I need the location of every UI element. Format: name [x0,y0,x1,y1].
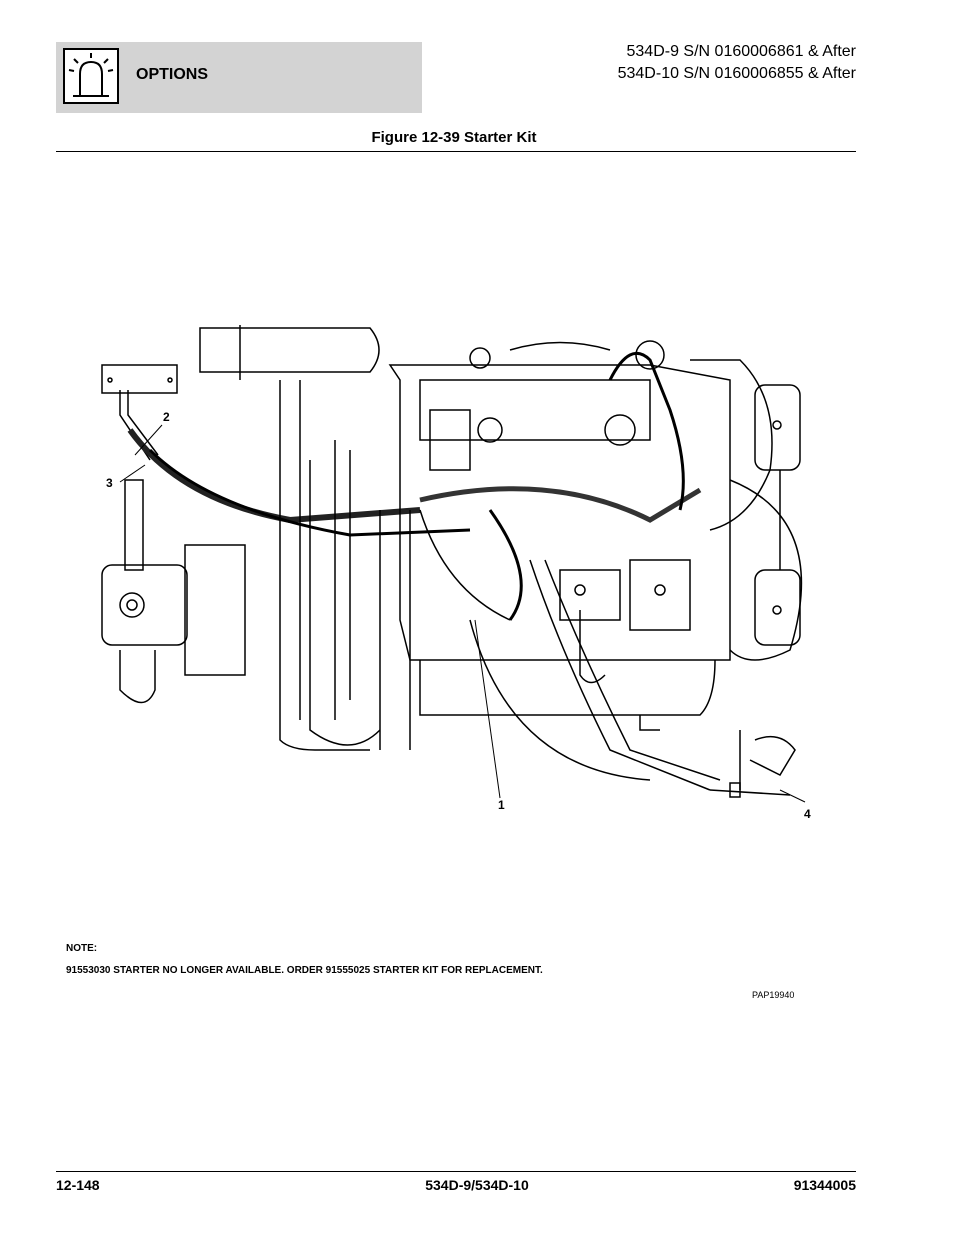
figure-title: Figure 12-39 Starter Kit [371,129,537,146]
callout-2: 2 [163,410,170,424]
warning-beacon-icon [63,48,119,104]
model-number: 534D-9/534D-10 [425,1177,529,1193]
callout-3: 3 [106,476,113,490]
callout-4: 4 [804,807,811,821]
header-divider [56,151,856,152]
document-number: 91344005 [793,1177,856,1193]
note-text: 91553030 STARTER NO LONGER AVAILABLE. OR… [66,965,543,976]
engine-starter-diagram [101,325,806,803]
serial-line-2: 534D-10 S/N 0160006855 & After [617,65,856,82]
section-title: OPTIONS [136,66,209,83]
footer-divider [56,1171,856,1172]
section-header: OPTIONS [56,42,422,113]
figure-reference-code: PAP19940 [752,990,795,1000]
note-label: NOTE: [66,943,98,954]
serial-line-1: 534D-9 S/N 0160006861 & After [626,43,857,60]
page-number: 12-148 [56,1177,100,1193]
callout-1: 1 [498,798,505,812]
